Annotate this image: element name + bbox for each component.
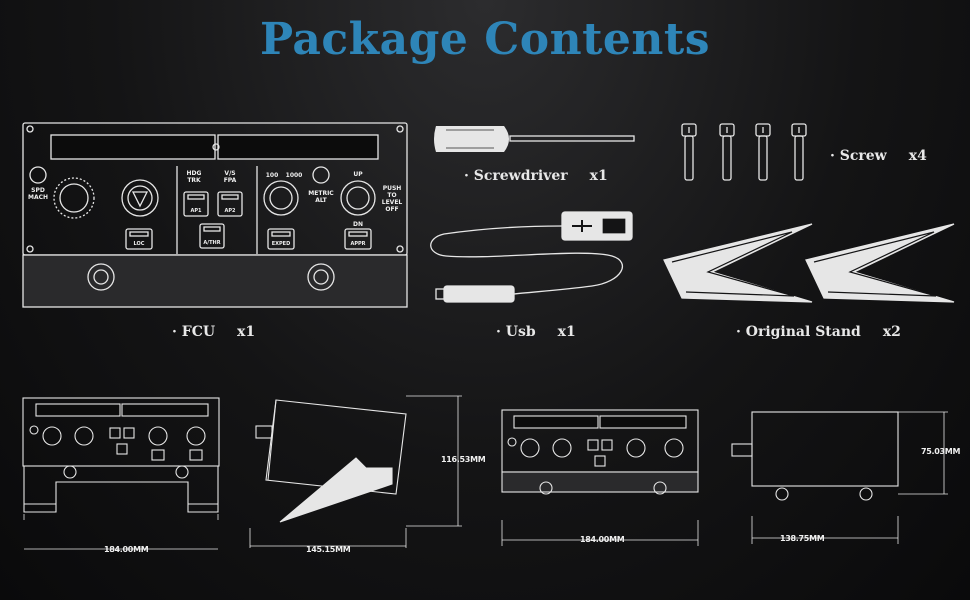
hdg-label: HDG <box>187 170 202 177</box>
screwdriver-name: · Screwdriver <box>464 168 568 184</box>
spd-label: SPD <box>31 187 45 194</box>
dn-label: DN <box>353 221 363 228</box>
screws-illustration <box>681 123 807 181</box>
alt100-label: 100 <box>266 172 279 179</box>
usb-cable-illustration <box>430 211 633 303</box>
screw-name: · Screw <box>830 148 887 164</box>
usb-caption: · Usb x1 <box>496 324 576 340</box>
stand-qty: x2 <box>882 324 901 340</box>
mach-label: MACH <box>28 194 48 201</box>
side-stand-height-label: 116.53MM <box>441 455 486 464</box>
fcu-name: · FCU <box>172 324 216 340</box>
side-height-label: 75.03MM <box>921 447 961 456</box>
off-label: OFF <box>385 206 398 213</box>
page-title: Package Contents <box>259 14 711 65</box>
alt-label: ALT <box>315 197 327 204</box>
alt1000-label: 1000 <box>286 172 303 179</box>
usb-name: · Usb <box>496 324 536 340</box>
up-label: UP <box>353 171 363 178</box>
expd-label: EXPED <box>272 241 291 247</box>
athr-label: A/THR <box>203 240 220 246</box>
front-stand-width-label: 184.00MM <box>104 545 149 554</box>
usb-qty: x1 <box>557 324 576 340</box>
trk-label: TRK <box>187 177 201 184</box>
screwdriver-illustration <box>434 126 635 152</box>
push-label: PUSH <box>383 185 402 192</box>
metric-label: METRIC <box>308 190 334 197</box>
level-label: LEVEL <box>382 199 403 206</box>
fpa-label: FPA <box>224 177 237 184</box>
screw-caption: · Screw x4 <box>830 148 927 164</box>
vs-label: V/S <box>224 170 235 177</box>
fcu-qty: x1 <box>237 324 256 340</box>
stand-caption: · Original Stand x2 <box>736 324 901 340</box>
ap2-label: AP2 <box>224 208 236 214</box>
side-view <box>731 411 948 544</box>
screw-qty: x4 <box>908 148 927 164</box>
stands-illustration <box>663 223 955 303</box>
stand-name: · Original Stand <box>736 324 861 340</box>
front-stand-dimension-line <box>24 548 218 550</box>
fcu-panel-illustration: SPD MACH HDG TRK V/S FPA AP1 AP2 LOC A/T… <box>22 122 408 308</box>
side-stand-depth-label: 145.15MM <box>306 545 351 554</box>
front-width-label: 184.00MM <box>580 535 625 544</box>
fcu-caption: · FCU x1 <box>172 324 255 340</box>
front-view-with-stand <box>22 397 220 520</box>
front-view <box>501 409 699 546</box>
screwdriver-qty: x1 <box>589 168 608 184</box>
to-label: TO <box>387 192 396 199</box>
side-view-with-stand <box>249 395 462 548</box>
screwdriver-caption: · Screwdriver x1 <box>464 168 608 184</box>
side-depth-label: 138.75MM <box>780 534 825 543</box>
loc-label: LOC <box>134 241 145 247</box>
appr-label: APPR <box>350 241 365 247</box>
ap1-label: AP1 <box>190 208 202 214</box>
